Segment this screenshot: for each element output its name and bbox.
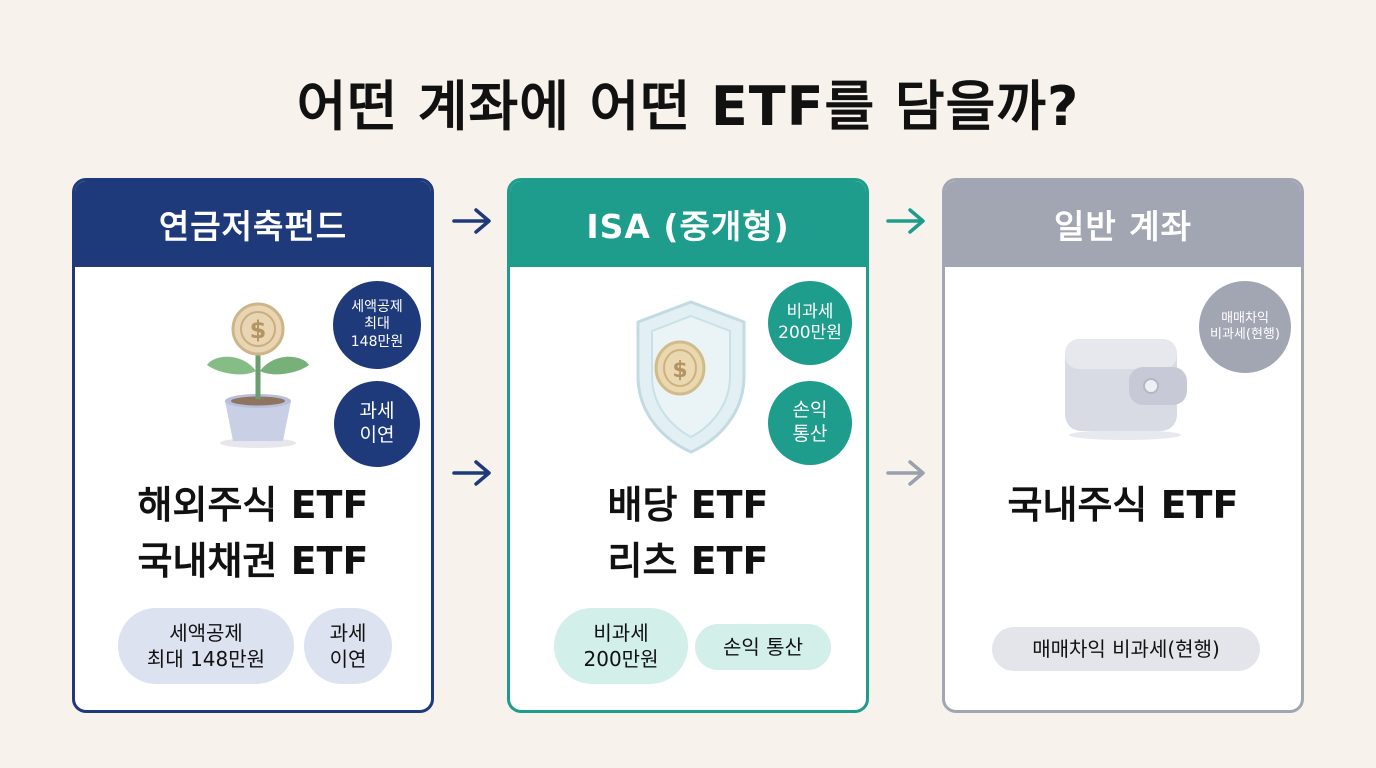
shield-coin-icon: $ bbox=[636, 300, 746, 454]
tax-deferral-pill: 과세 이연 bbox=[304, 608, 392, 684]
arrow-right-icon bbox=[886, 460, 925, 486]
wallet-icon bbox=[1065, 339, 1187, 440]
etf-label: 해외주식 ETF bbox=[137, 483, 369, 527]
etf-label: 국내채권 ETF bbox=[137, 539, 369, 583]
profit-loss-offset-pill: 손익 통산 bbox=[695, 624, 831, 670]
tax-free-badge: 비과세 200만원 bbox=[768, 281, 852, 365]
tax-credit-badge: 세액공제 최대 148만원 bbox=[333, 281, 421, 369]
arrow-right-icon bbox=[886, 208, 925, 234]
tax-free-pill: 비과세 200만원 bbox=[554, 608, 688, 684]
pension-fund-card: 연금저축펀드 $ 세액공제 최대 148만원 과세 이연 해외주식 ETF 국내… bbox=[72, 178, 434, 713]
profit-loss-offset-badge: 손익 통산 bbox=[768, 381, 852, 465]
capital-gain-tax-free-pill: 매매차익 비과세(현행) bbox=[992, 627, 1260, 671]
capital-gain-tax-free-badge: 매매차익 비과세(현행) bbox=[1199, 281, 1291, 373]
etf-label: 리츠 ETF bbox=[607, 539, 769, 583]
card-header: ISA (중개형) bbox=[510, 181, 866, 267]
card-header: 연금저축펀드 bbox=[75, 181, 431, 267]
arrow-right-icon bbox=[452, 460, 491, 486]
tax-credit-pill: 세액공제 최대 148만원 bbox=[118, 608, 294, 684]
arrow-right-icon bbox=[452, 208, 491, 234]
svg-text:$: $ bbox=[250, 316, 267, 344]
plant-coin-icon: $ bbox=[207, 302, 309, 448]
card-header: 일반 계좌 bbox=[945, 181, 1301, 267]
etf-label: 국내주식 ETF bbox=[1007, 483, 1239, 527]
general-account-card: 일반 계좌 매매차익 비과세(현행) 국내주식 ETF 매매차익 비과세(현행) bbox=[942, 178, 1304, 713]
page-title: 어떤 계좌에 어떤 ETF를 담을까? bbox=[296, 75, 1080, 138]
svg-text:$: $ bbox=[672, 358, 687, 383]
etf-label: 배당 ETF bbox=[607, 483, 769, 527]
tax-deferral-badge: 과세 이연 bbox=[334, 381, 420, 467]
isa-card: ISA (중개형) $ 비과세 200만원 손익 통산 배당 ETF 리츠 ET… bbox=[507, 178, 869, 713]
